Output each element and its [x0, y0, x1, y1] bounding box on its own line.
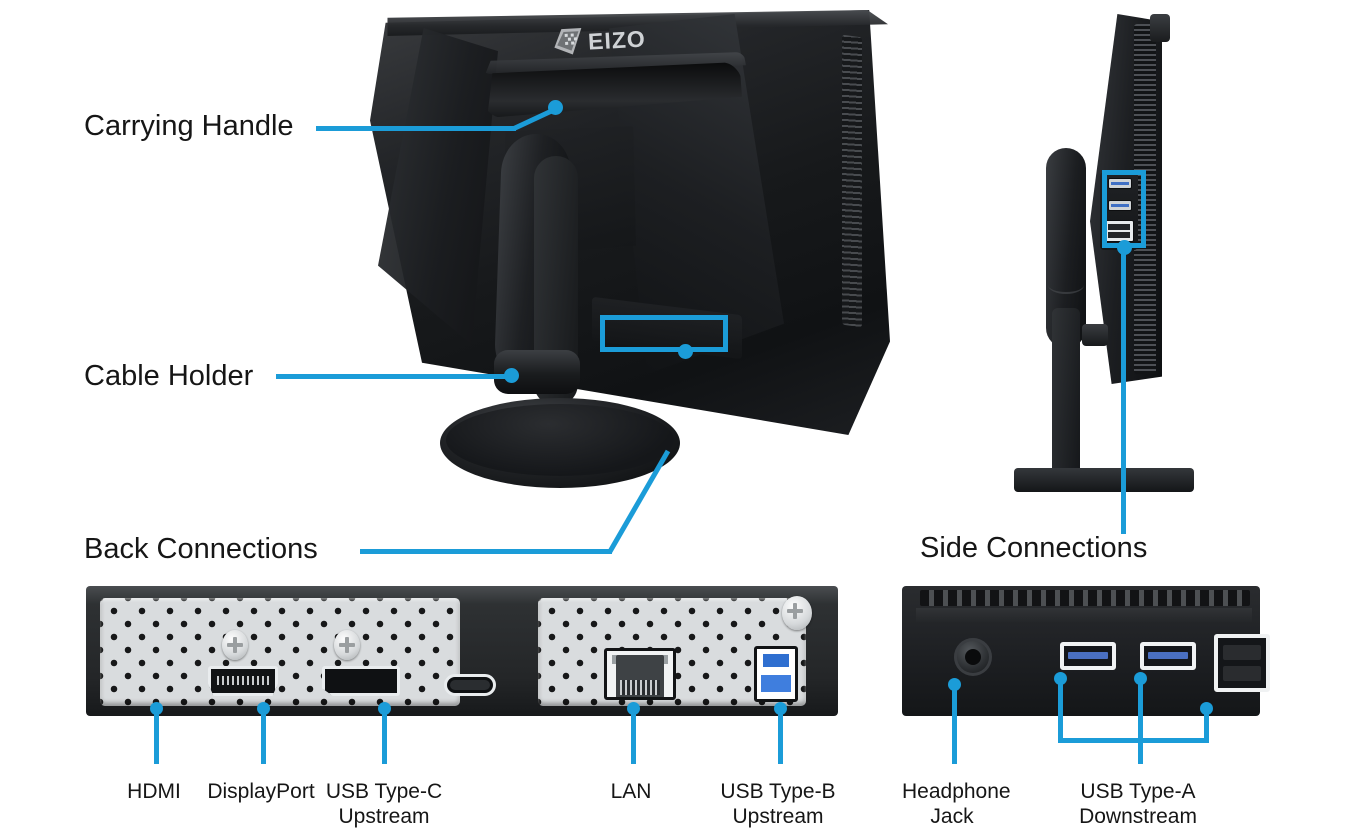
port-label-usb-type-a-line1: USB Type-A	[1080, 780, 1196, 803]
monitor-side-stand-base	[1014, 468, 1194, 492]
port-label-usb-type-c-line1: USB Type-C	[325, 780, 443, 803]
port-label-lan: LAN	[610, 780, 652, 803]
monitor-side-stand-arm	[1082, 324, 1108, 346]
port-label-headphone-jack: Headphone Jack	[902, 780, 1011, 830]
back-panel-screw-right	[334, 630, 360, 660]
side-panel-shelf	[916, 608, 1252, 622]
leader-usb-type-a-2	[1138, 678, 1143, 764]
usb-type-b-lower	[760, 675, 792, 692]
callout-dot-carrying-handle	[548, 100, 563, 115]
usb-type-a-port-1	[1060, 642, 1116, 670]
leader-hdmi	[154, 708, 159, 764]
side-usb-a-port-2	[1108, 200, 1132, 211]
monitor-side-stand-column	[1052, 308, 1080, 478]
svg-text:EIZO: EIZO	[587, 25, 646, 54]
back-connector-panel	[86, 586, 838, 716]
usb-type-a-port-2	[1140, 642, 1196, 670]
usb-type-a-port-stack	[1214, 634, 1270, 692]
side-connector-panel	[902, 586, 1270, 716]
leader-lan	[631, 708, 636, 764]
usb-type-a-stack-lower	[1222, 666, 1262, 681]
back-panel-screw-left	[222, 630, 248, 660]
monitor-rear-view: EIZO	[356, 6, 896, 488]
leader-usb-type-c	[382, 708, 387, 764]
leader-headphone-jack	[952, 684, 957, 764]
leader-usb-type-b	[778, 708, 783, 764]
callout-dot-side-connections	[1117, 240, 1132, 255]
displayport-port	[322, 666, 400, 696]
port-label-usb-type-c-line2: Upstream	[338, 804, 430, 828]
port-label-usb-type-b-line1: USB Type-B	[720, 780, 836, 803]
leader-side-connections-vertical	[1121, 246, 1126, 534]
leader-carrying-handle-horizontal	[316, 126, 516, 131]
port-label-usb-type-a-line2: Downstream	[1079, 804, 1197, 828]
leader-usb-type-a-bracket	[1058, 738, 1209, 743]
callout-label-side-connections: Side Connections	[920, 532, 1148, 564]
monitor-side-top-tab	[1150, 14, 1170, 42]
leader-displayport	[261, 708, 266, 764]
callout-label-cable-holder: Cable Holder	[84, 360, 254, 392]
callout-label-carrying-handle: Carrying Handle	[84, 110, 294, 142]
headphone-jack-port	[954, 638, 992, 676]
lan-port-pins	[620, 680, 660, 696]
monitor-rear-vent	[842, 34, 862, 328]
leader-usb-type-a-stack	[1204, 708, 1209, 742]
lan-port	[604, 648, 676, 700]
port-label-usb-type-b: USB Type-B Upstream	[708, 780, 848, 830]
port-label-usb-type-b-line2: Upstream	[732, 804, 824, 828]
usb-type-a-stack-upper	[1222, 645, 1262, 660]
hdmi-port	[208, 666, 278, 696]
callout-dot-cable-holder	[504, 368, 519, 383]
callout-dot-back-connections	[678, 344, 693, 359]
usb-type-b-port	[754, 646, 798, 702]
port-label-usb-type-a: USB Type-A Downstream	[1062, 780, 1214, 830]
back-panel-plate-left	[100, 598, 460, 706]
port-label-usb-type-c: USB Type-C Upstream	[314, 780, 454, 830]
port-label-headphone-jack-line1: Headphone	[902, 780, 1011, 803]
eizo-logo: EIZO	[551, 18, 685, 59]
side-panel-vents	[920, 590, 1250, 606]
monitor-side-stand-ring	[1048, 276, 1084, 294]
monitor-side-view	[1000, 8, 1220, 498]
back-panel-screw-corner	[782, 596, 812, 630]
leader-cable-holder	[276, 374, 512, 379]
port-label-hdmi: HDMI	[127, 780, 181, 803]
side-usb-a-port-1	[1108, 178, 1132, 189]
monitor-stand-base-top	[446, 404, 674, 476]
port-label-displayport: DisplayPort	[207, 780, 315, 803]
callout-box-side-connections	[1102, 170, 1146, 248]
callout-label-back-connections: Back Connections	[84, 533, 318, 565]
leader-back-connections-horizontal	[360, 549, 612, 554]
callout-box-back-connections	[600, 315, 728, 352]
usb-type-b-upper	[763, 654, 789, 667]
port-label-headphone-jack-line2: Jack	[930, 804, 974, 828]
usb-type-c-port	[444, 674, 496, 696]
leader-usb-type-a-1	[1058, 678, 1063, 742]
